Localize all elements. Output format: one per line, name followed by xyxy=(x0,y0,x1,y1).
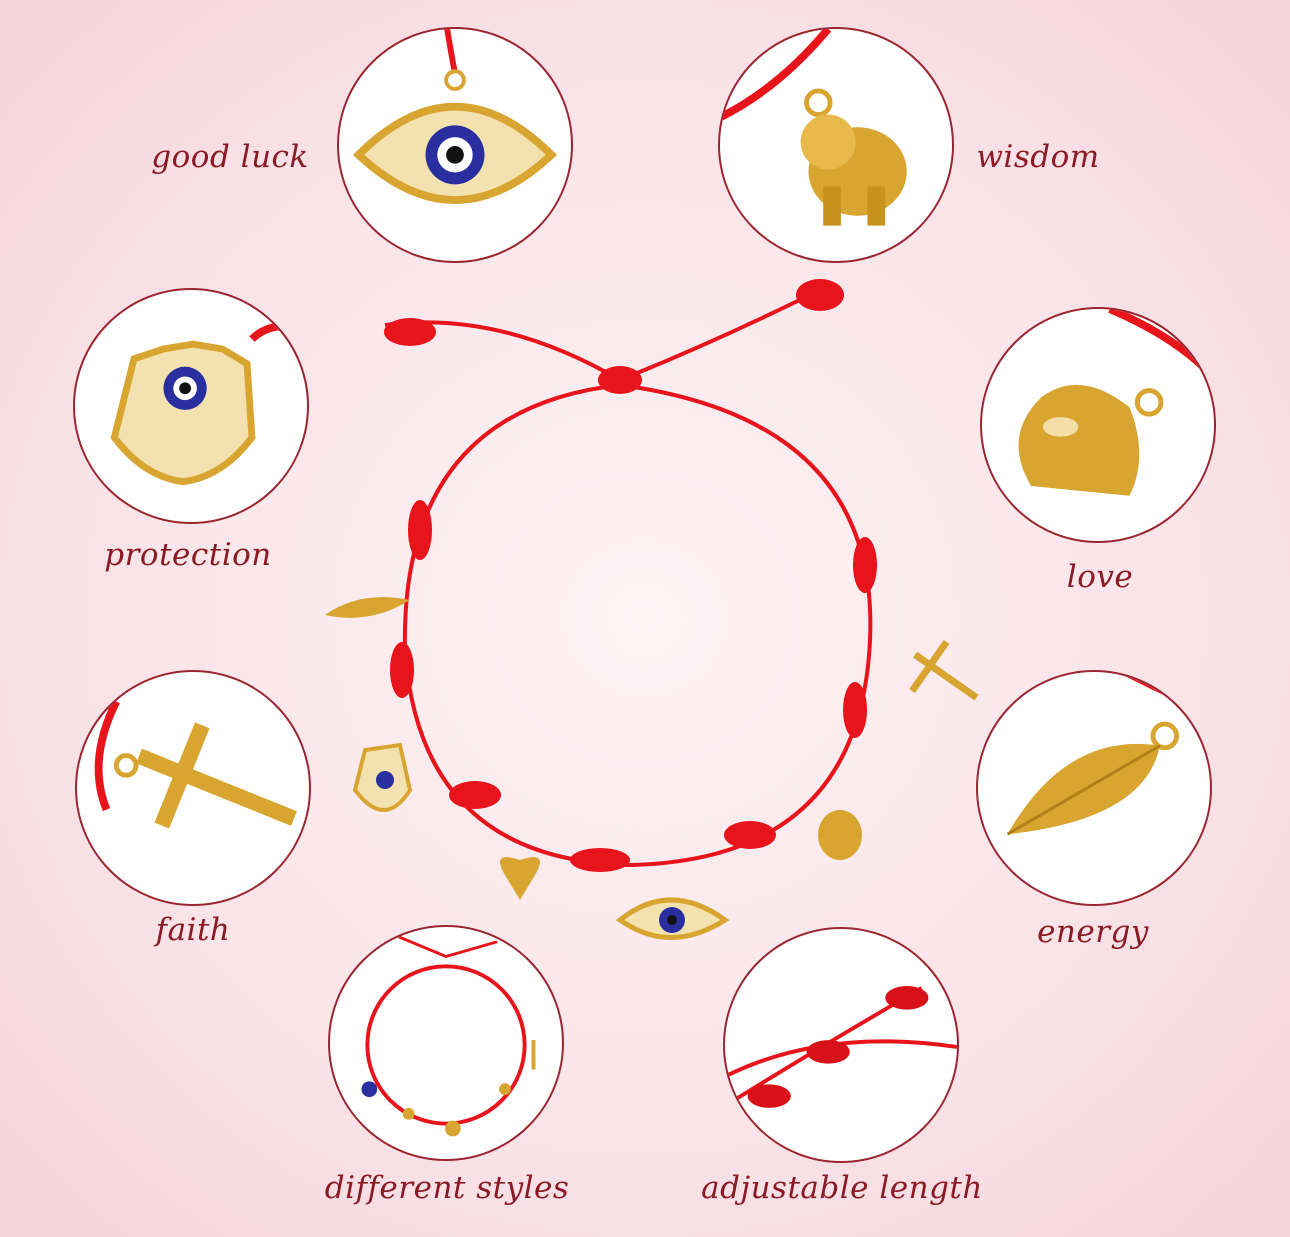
love-label: love xyxy=(1066,559,1134,595)
protection-label: protection xyxy=(104,537,272,573)
energy-label: energy xyxy=(1037,914,1149,950)
leaf-charm-icon xyxy=(325,597,410,618)
different-styles-image xyxy=(328,925,564,1161)
cross-charm-icon xyxy=(94,699,297,829)
hamsa-charm-icon xyxy=(352,742,413,812)
faith-label: faith xyxy=(155,912,231,948)
faith-image xyxy=(75,670,311,906)
wisdom-label: wisdom xyxy=(976,139,1100,175)
heart-charm-icon xyxy=(1018,309,1214,496)
cross-charm-icon xyxy=(909,639,979,701)
adjustable-length-label: adjustable length xyxy=(701,1170,983,1206)
different-styles-label: different styles xyxy=(324,1170,570,1206)
wisdom-image xyxy=(718,27,954,263)
good-luck-image xyxy=(337,27,573,263)
love-image xyxy=(980,307,1216,543)
leaf-charm-icon xyxy=(1006,672,1210,836)
elephant-charm-icon xyxy=(818,810,862,860)
protection-image xyxy=(73,288,309,524)
bracelet-thumbnail-icon xyxy=(361,935,536,1137)
evil-eye-charm-icon xyxy=(615,897,730,940)
hamsa-hand-charm-icon xyxy=(110,322,307,486)
elephant-charm-icon xyxy=(720,29,907,226)
good-luck-label: good luck xyxy=(151,139,309,175)
heart-charm-icon xyxy=(500,857,540,900)
energy-image xyxy=(976,670,1212,906)
red-string-bracelet-image xyxy=(325,279,979,940)
knot-cord-icon xyxy=(725,986,957,1108)
adjustable-length-image xyxy=(723,927,959,1163)
evil-eye-charm-icon xyxy=(353,29,557,204)
